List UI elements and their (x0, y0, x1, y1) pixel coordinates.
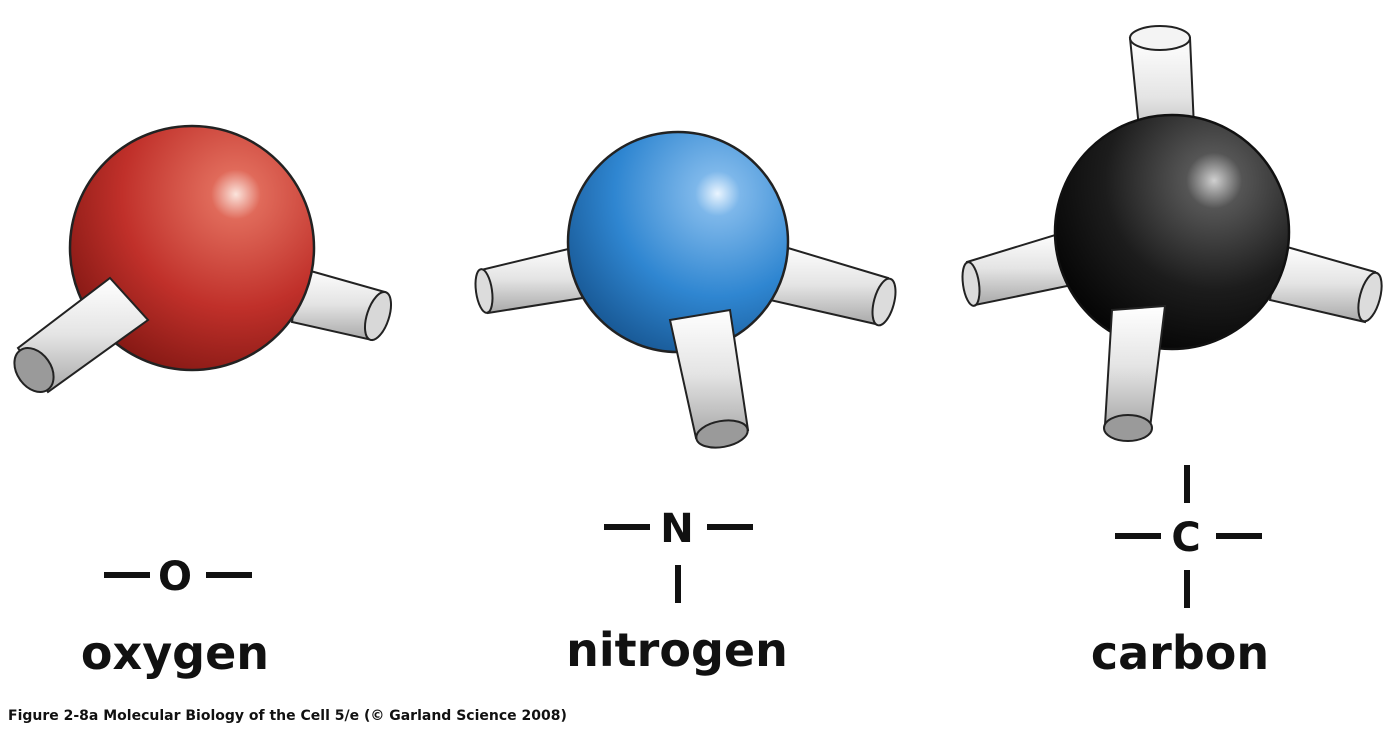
oxygen-bond-line-left (104, 572, 150, 578)
oxygen-bond-left (13, 276, 150, 394)
oxygen-bond-line-right (206, 572, 252, 578)
carbon-bond-line-left (1115, 533, 1161, 539)
nitrogen-model (474, 130, 897, 449)
nitrogen-symbol: N (660, 506, 694, 552)
carbon-model (961, 25, 1383, 442)
oxygen-bond-right (290, 266, 393, 342)
carbon-label: carbon (1090, 626, 1270, 680)
nitrogen-bond-line-right (707, 524, 753, 530)
carbon-sphere (1053, 113, 1291, 351)
carbon-bond-line-up (1184, 465, 1190, 503)
nitrogen-label: nitrogen (566, 623, 788, 677)
nitrogen-bond-front (668, 308, 750, 449)
figure-caption: Figure 2-8a Molecular Biology of the Cel… (8, 708, 567, 724)
oxygen-model (13, 124, 393, 394)
oxygen-symbol: O (157, 554, 192, 600)
carbon-bond-right (1268, 243, 1383, 324)
carbon-bond-line-right (1216, 533, 1262, 539)
nitrogen-bond-line-left (604, 524, 650, 530)
carbon-symbol: C (1171, 515, 1201, 561)
nitrogen-bond-line-down (675, 565, 681, 603)
nitrogen-bond-left (474, 243, 597, 315)
nitrogen-bond-right (768, 243, 897, 327)
carbon-bond-line-down (1184, 570, 1190, 608)
carbon-bond-front (1103, 304, 1167, 442)
oxygen-label: oxygen (80, 626, 270, 680)
